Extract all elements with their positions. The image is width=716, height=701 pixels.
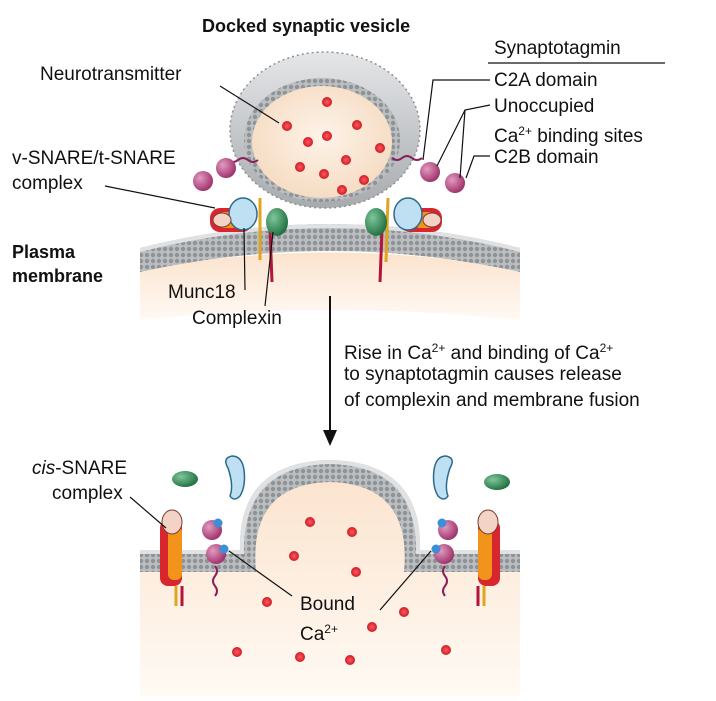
- top-docked-vesicle: [229, 51, 421, 209]
- bottom-synaptotagmin-right: [431, 518, 458, 597]
- label-c2a-domain: C2A domain: [494, 70, 598, 91]
- label-bound-ca: Ca2+: [300, 622, 338, 645]
- top-neurotransmitter-molecules: [282, 97, 385, 195]
- label-plasma: Plasma: [12, 242, 76, 262]
- label-munc18: Munc18: [168, 282, 236, 303]
- top-plasma-membrane: [140, 224, 520, 272]
- top-snare-complex-right: [365, 197, 442, 283]
- label-ca-binding-sites: Ca2+ binding sites: [494, 124, 643, 147]
- released-complexin-left: [172, 471, 198, 487]
- released-munc18-right: [432, 455, 453, 500]
- cis-snare-complex-left: [160, 509, 184, 606]
- bottom-panel: [129, 455, 520, 696]
- top-synaptotagmin-left: [193, 157, 259, 191]
- bottom-cytoplasm: [140, 470, 520, 696]
- transition-arrow: [323, 296, 337, 446]
- top-leader-lines: [104, 62, 665, 307]
- label-neurotransmitter: Neurotransmitter: [40, 64, 182, 85]
- released-complexin-right: [484, 474, 510, 490]
- bottom-synaptotagmin-left: [202, 518, 229, 597]
- top-cytoplasm: [140, 252, 520, 320]
- label-cis-complex: complex: [52, 483, 123, 504]
- label-synaptotagmin: Synaptotagmin: [494, 38, 621, 59]
- label-vsnare-tsnare: v-SNARE/t-SNARE: [12, 148, 176, 169]
- diagram-title: Docked synaptic vesicle: [202, 16, 411, 36]
- bottom-leader-lines: [129, 496, 432, 611]
- arrow-caption-line2: to synaptotagmin causes release: [344, 364, 622, 385]
- top-panel: [104, 51, 665, 320]
- cis-snare-complex-right: [476, 509, 500, 606]
- label-complexin: Complexin: [192, 308, 282, 329]
- label-bound: Bound: [300, 594, 355, 615]
- arrow-caption-line3: of complexin and membrane fusion: [344, 390, 640, 411]
- bottom-neurotransmitter-molecules: [232, 517, 451, 665]
- label-c2b-domain: C2B domain: [494, 147, 599, 168]
- label-vsnare-complex: complex: [12, 173, 83, 194]
- label-cis-snare: cis-SNARE: [32, 458, 128, 479]
- arrow-caption-line1: Rise in Ca2+ and binding of Ca2+: [344, 341, 614, 364]
- released-munc18-left: [225, 455, 246, 500]
- label-membrane: membrane: [12, 266, 104, 286]
- label-unoccupied: Unoccupied: [494, 96, 595, 117]
